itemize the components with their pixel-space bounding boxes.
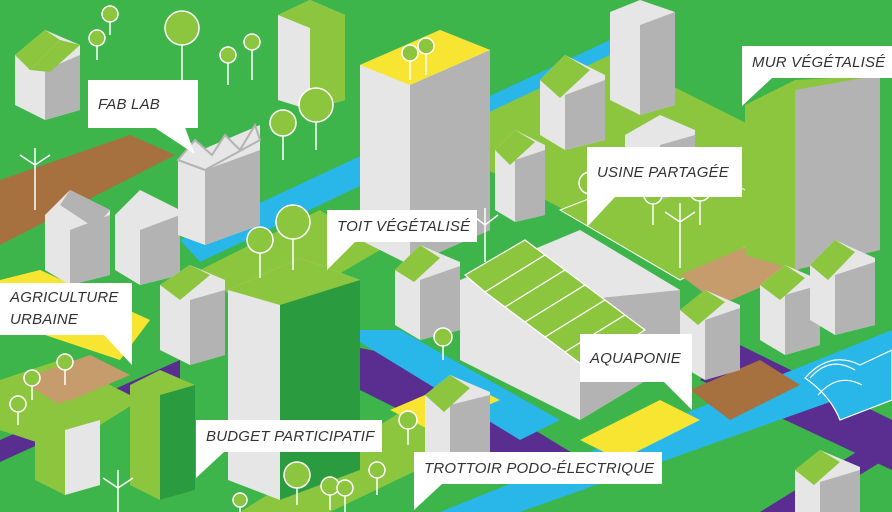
house-bottom-left [35,400,100,495]
label-budget-participatif-text: BUDGET PARTICIPATIF [206,427,375,445]
yellow-walkway-bottom [580,400,700,460]
tower-top-right [610,0,675,115]
house-center-small [495,130,545,222]
label-urbaine-text: URBAINE [10,311,79,328]
label-trottoir-text: TROTTOIR PODO-ÉLECTRIQUE [424,459,655,477]
label-toit-vegetalise-text: TOIT VÉGÉTALISÉ [337,217,471,235]
soil-patch-bottom-left [20,355,130,405]
fab-lab-building [176,122,262,245]
tower-top [278,0,345,110]
label-aquaponie-text: AQUAPONIE [590,349,681,367]
house-bottom-center [425,375,490,470]
label-mur-vegetalise-text: MUR VÉGÉTALISÉ [752,53,886,71]
wind-turbine-right [664,203,696,268]
house-left-1 [45,190,110,285]
soil-strip-top-left [0,135,175,245]
label-agriculture-text: AGRICULTURE [10,289,119,306]
wind-turbine-bottom [102,470,134,512]
house-toit-vegetalise [395,245,460,340]
soil-patch-bottom-right [690,360,800,420]
house-bottom-right [795,450,860,512]
wind-turbine-left [19,148,51,210]
house-top-left [15,30,80,120]
label-fab-lab-text: FAB LAB [98,95,160,113]
canal-tunnel-arc [809,363,863,396]
house-top-center-right [540,55,605,150]
house-mid-left [160,265,225,365]
label-usine-partagee-text: USINE PARTAGÉE [597,163,729,181]
house-aquaponie [680,290,740,380]
trees [9,5,712,512]
house-left-2 [115,190,180,285]
mur-vegetalise-building [745,75,880,270]
green-building-bottom-left [130,370,195,500]
house-far-right [810,240,875,335]
